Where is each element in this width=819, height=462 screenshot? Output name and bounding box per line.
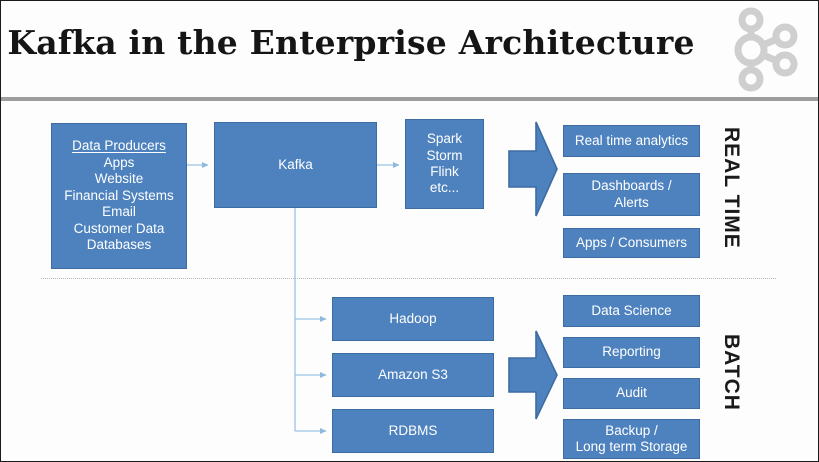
realtime-output-dashboards-label-line1: Dashboards / bbox=[591, 178, 672, 194]
stream-processing-line-etc: etc... bbox=[429, 180, 460, 196]
stream-processing-line-storm: Storm bbox=[426, 147, 463, 163]
realtime-output-dashboards-label-line2: Alerts bbox=[614, 194, 649, 210]
batch-store-amazon-s3[interactable]: Amazon S3 bbox=[332, 353, 494, 397]
page-title: Kafka in the Enterprise Architecture bbox=[7, 23, 695, 62]
batch-output-backup-storage[interactable]: Backup / Long term Storage bbox=[563, 419, 700, 459]
header-divider-rule bbox=[1, 97, 818, 101]
batch-store-rdbms[interactable]: RDBMS bbox=[332, 409, 494, 453]
batch-output-data-science[interactable]: Data Science bbox=[563, 295, 700, 327]
batch-flow-arrow-icon bbox=[507, 329, 559, 421]
data-producers-box[interactable]: Data Producers Apps Website Financial Sy… bbox=[51, 123, 187, 269]
batch-output-backup-storage-line2: Long term Storage bbox=[575, 439, 688, 454]
stream-processing-line-flink: Flink bbox=[430, 164, 459, 179]
slide-header: Kafka in the Enterprise Architecture bbox=[1, 1, 818, 101]
realtime-flow-arrow-icon bbox=[507, 120, 559, 218]
realtime-output-analytics-label: Real time analytics bbox=[574, 132, 689, 148]
batch-store-rdbms-label: RDBMS bbox=[388, 422, 438, 438]
realtime-output-analytics[interactable]: Real time analytics bbox=[563, 125, 700, 157]
section-divider-line bbox=[41, 278, 776, 279]
batch-store-hadoop-label: Hadoop bbox=[389, 310, 437, 326]
batch-store-amazon-s3-label: Amazon S3 bbox=[378, 366, 448, 382]
stream-processing-line-spark: Spark bbox=[426, 131, 463, 147]
batch-store-hadoop[interactable]: Hadoop bbox=[332, 297, 494, 341]
data-producers-item-financial: Financial Systems bbox=[64, 187, 174, 203]
data-producers-item-email: Email bbox=[102, 204, 136, 220]
batch-output-audit[interactable]: Audit bbox=[563, 378, 700, 409]
batch-output-backup-storage-line1: Backup / bbox=[605, 422, 658, 438]
batch-output-reporting[interactable]: Reporting bbox=[563, 337, 700, 368]
realtime-output-dashboards[interactable]: Dashboards / Alerts bbox=[563, 173, 700, 216]
kafka-box[interactable]: Kafka bbox=[214, 122, 377, 208]
data-producers-item-website: Website bbox=[94, 171, 144, 187]
batch-section-label: BATCH bbox=[720, 334, 743, 411]
realtime-output-apps-consumers-label: Apps / Consumers bbox=[575, 234, 688, 250]
realtime-section-label: REAL TIME bbox=[720, 127, 743, 249]
kafka-logo bbox=[730, 7, 804, 93]
kafka-box-label: Kafka bbox=[278, 156, 313, 172]
data-producers-item-databases: Databases bbox=[86, 237, 152, 253]
realtime-output-apps-consumers[interactable]: Apps / Consumers bbox=[563, 228, 700, 258]
data-producers-heading: Data Producers bbox=[72, 138, 166, 154]
batch-output-data-science-label: Data Science bbox=[591, 302, 672, 318]
batch-output-audit-label: Audit bbox=[616, 385, 647, 401]
data-producers-item-customer: Customer Data bbox=[73, 220, 165, 236]
data-producers-item-apps: Apps bbox=[103, 154, 135, 170]
batch-output-reporting-label: Reporting bbox=[602, 344, 661, 360]
stream-processing-box[interactable]: Spark Storm Flink etc... bbox=[405, 119, 484, 209]
